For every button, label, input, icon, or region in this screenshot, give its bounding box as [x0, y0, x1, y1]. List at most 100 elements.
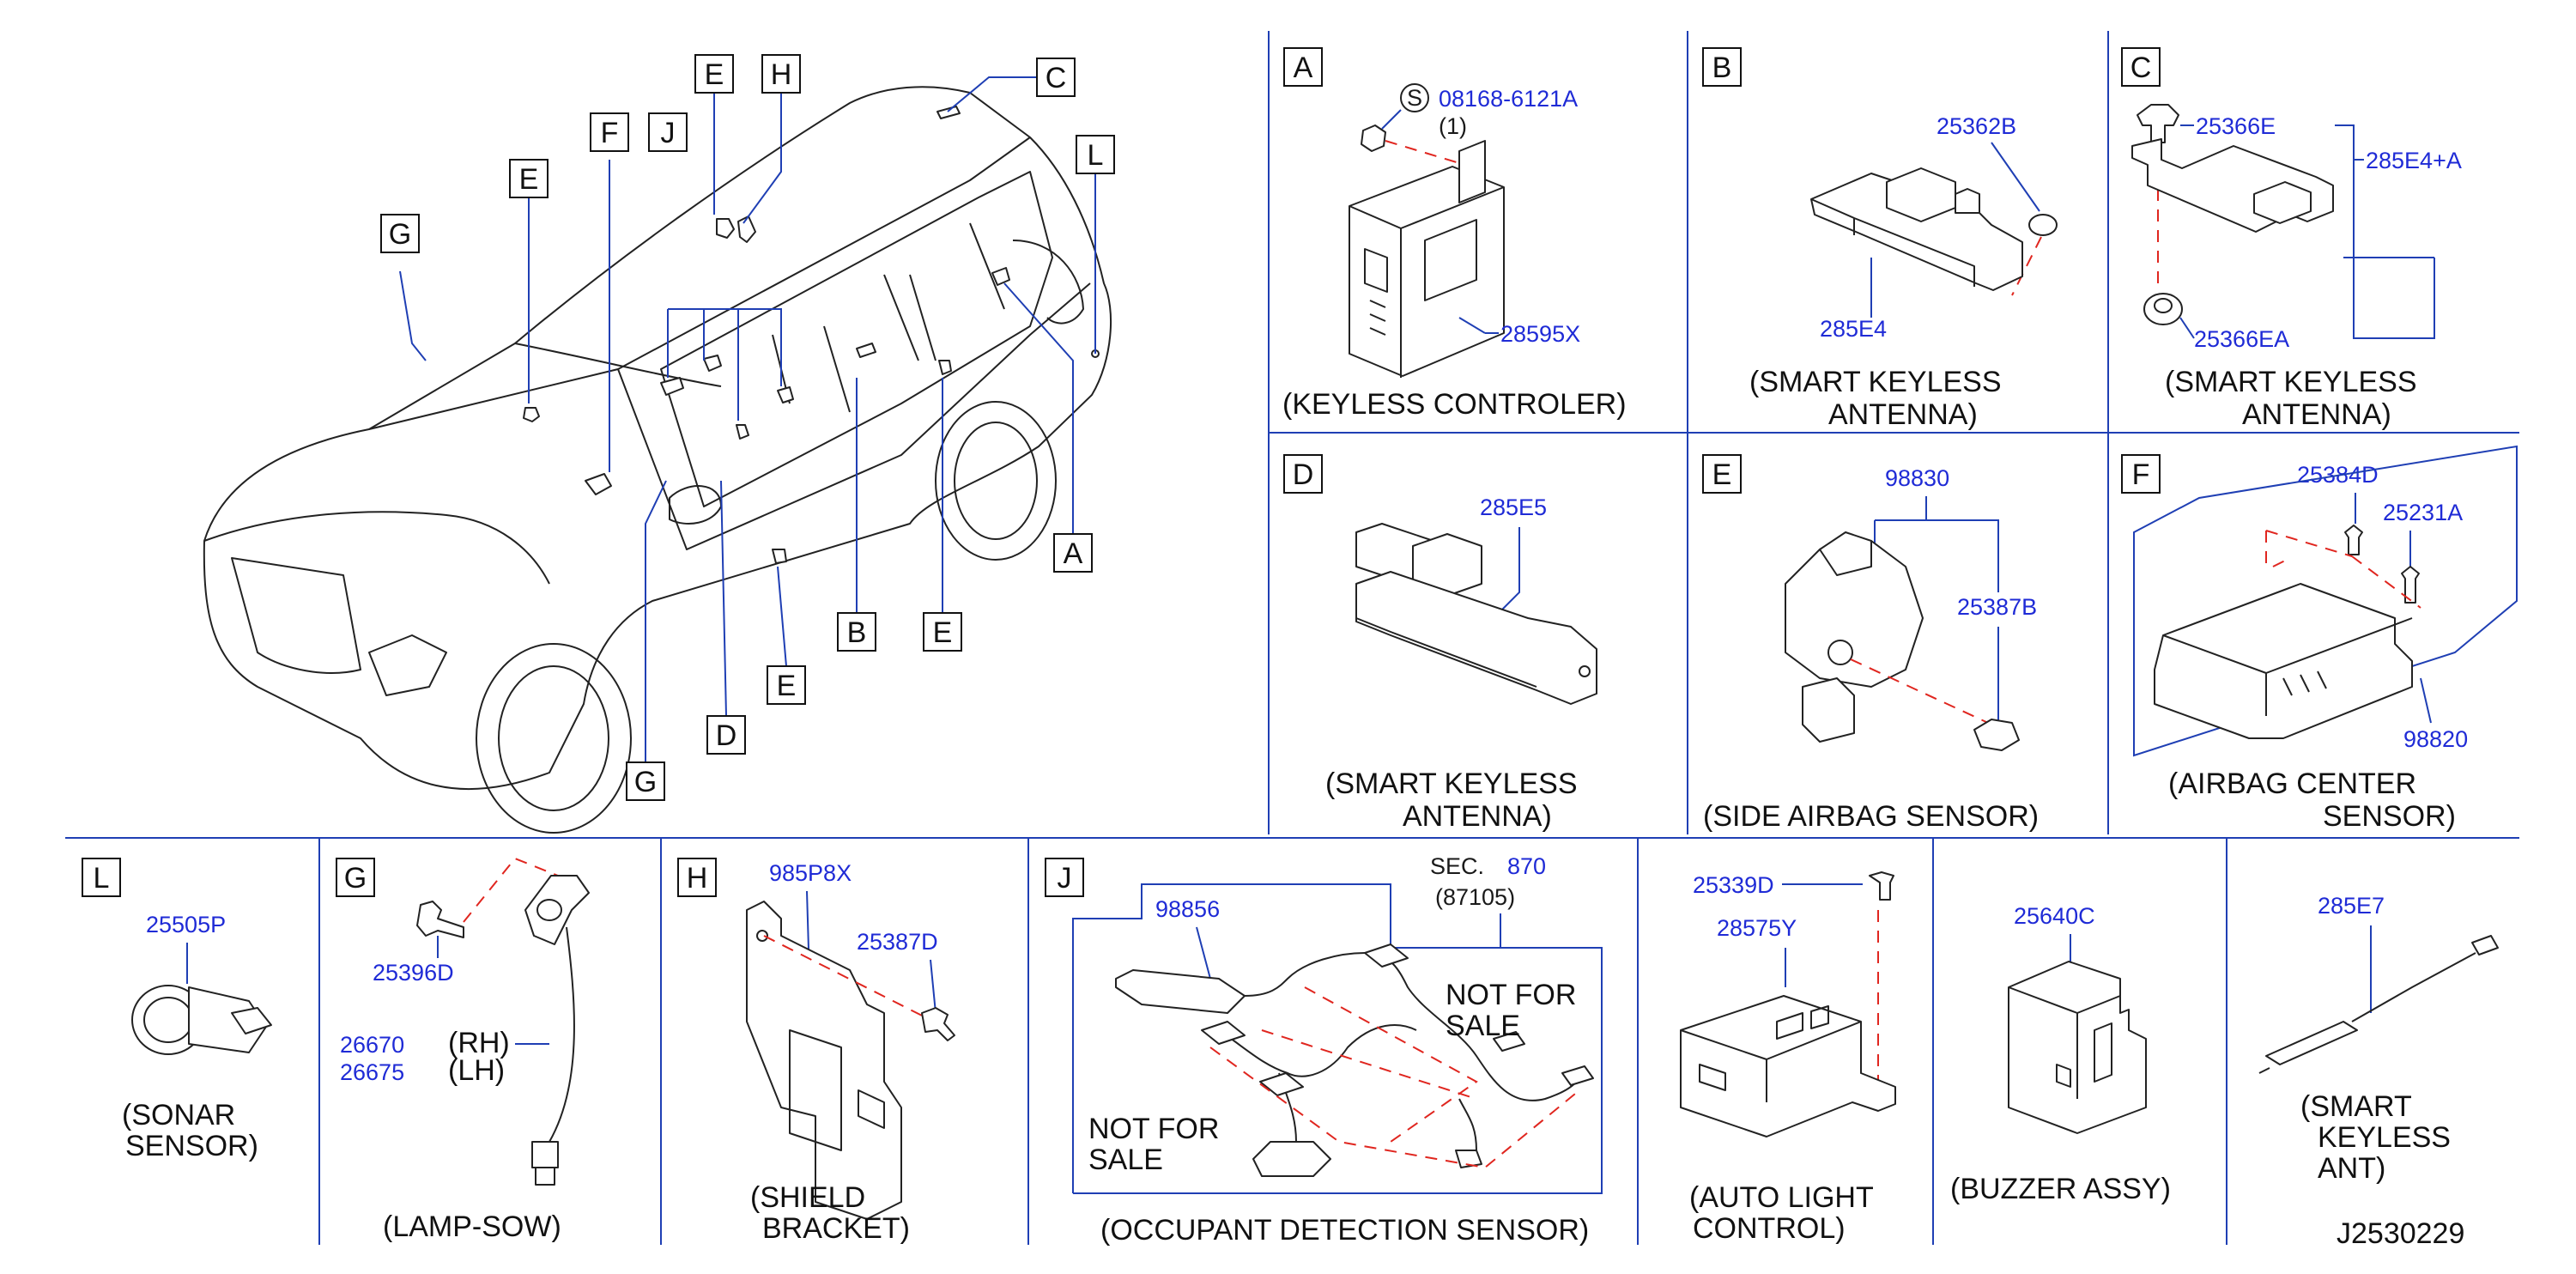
sec-label: SEC. — [1430, 853, 1484, 879]
part-285e7-label[interactable]: 285E7 — [2318, 893, 2385, 919]
svg-text:F: F — [601, 117, 619, 149]
svg-text:H: H — [771, 58, 792, 91]
svg-text:A: A — [1294, 52, 1313, 84]
panel-f-letter: F — [2121, 454, 2161, 494]
caption-keyless-controler: (KEYLESS CONTROLER) — [1282, 388, 1627, 421]
s-mark: S — [1407, 85, 1422, 111]
part-98856-label[interactable]: 98856 — [1155, 896, 1220, 922]
caption-smart-keyless-antenna-b: (SMART KEYLESS — [1749, 366, 2002, 398]
caption-sonar: (SONAR — [122, 1099, 235, 1131]
sec-ref-87105: (87105) — [1435, 884, 1515, 910]
panel-b: B 25362B 285E4 (SMART KEYLESS ANTENNA) — [1702, 47, 2058, 431]
panel-f: F 25384D 25231A 98820 (AIRBAG CENTER SEN… — [2121, 445, 2518, 833]
svg-text:A: A — [1064, 537, 1083, 570]
callout-e-roof[interactable]: E — [694, 54, 734, 94]
caption-bracket: BRACKET) — [762, 1212, 910, 1245]
panel-h: H 985P8X 25387D (SHIELD BRACKET) — [677, 858, 955, 1245]
caption-occupant-detection-sensor: (OCCUPANT DETECTION SENSOR) — [1100, 1214, 1589, 1247]
not-for-sale-top-line1: NOT FOR — [1446, 979, 1576, 1011]
grommet-25366ea-label[interactable]: 25366EA — [2194, 326, 2289, 352]
callout-e-dash[interactable]: E — [509, 159, 549, 198]
svg-text:B: B — [1712, 52, 1732, 84]
part-98820-label[interactable]: 98820 — [2403, 726, 2468, 752]
part-26675-label[interactable]: 26675 — [340, 1059, 404, 1085]
not-for-sale-bottom-line2: SALE — [1088, 1144, 1163, 1176]
nut-25362b-label[interactable]: 25362B — [1937, 113, 2016, 139]
svg-text:B: B — [847, 616, 867, 649]
caption-buzzer-assy: (BUZZER ASSY) — [1950, 1173, 2171, 1205]
screw-25396d-label[interactable]: 25396D — [373, 960, 454, 986]
screw-25339d-label[interactable]: 25339D — [1693, 872, 1774, 898]
svg-text:E: E — [705, 58, 724, 91]
callout-c[interactable]: C — [1036, 58, 1076, 97]
panel-e-letter: E — [1702, 454, 1742, 494]
svg-text:E: E — [1712, 458, 1732, 491]
caption-side-airbag-sensor: (SIDE AIRBAG SENSOR) — [1703, 800, 2039, 833]
callout-f[interactable]: F — [590, 112, 629, 152]
caption-shield: (SHIELD — [750, 1181, 865, 1214]
part-28595x-label[interactable]: 28595X — [1500, 321, 1580, 347]
not-for-sale-bottom-line1: NOT FOR — [1088, 1113, 1219, 1145]
sec-870-link[interactable]: 870 — [1507, 853, 1546, 879]
panel-j-letter: J — [1045, 858, 1084, 897]
caption-ant: ANT) — [2318, 1152, 2385, 1185]
part-26670-label[interactable]: 26670 — [340, 1032, 404, 1058]
callout-e-seat[interactable]: E — [767, 665, 806, 705]
nut-25387b-label[interactable]: 25387B — [1957, 594, 2037, 620]
caption-smart-keyless-antenna-c: (SMART KEYLESS — [2165, 366, 2417, 398]
bolt-quantity: (1) — [1439, 113, 1467, 139]
svg-text:E: E — [777, 670, 797, 702]
bolt-25387d-label[interactable]: 25387D — [857, 929, 938, 955]
lh-label: (LH) — [448, 1054, 505, 1087]
clip-25366e-label[interactable]: 25366E — [2196, 113, 2276, 139]
svg-text:F: F — [2132, 458, 2150, 491]
part-98830-label[interactable]: 98830 — [1885, 465, 1949, 491]
svg-text:C: C — [1046, 62, 1067, 94]
caption-smart: (SMART — [2300, 1090, 2412, 1123]
svg-text:G: G — [634, 766, 657, 798]
panel-d-letter: D — [1283, 454, 1323, 494]
part-285e5-label[interactable]: 285E5 — [1480, 494, 1547, 520]
callout-j[interactable]: J — [648, 112, 688, 152]
callout-e-pillar[interactable]: E — [923, 612, 962, 652]
caption-smart-keyless-antenna-d: (SMART KEYLESS — [1325, 767, 1578, 800]
callout-g-lower[interactable]: G — [626, 761, 665, 801]
caption-lamp-sow: (LAMP-SOW) — [383, 1210, 561, 1243]
vehicle-overview: C E H F J L E G A B E E D G — [203, 54, 1115, 834]
callout-b[interactable]: B — [837, 612, 876, 652]
part-25640c-label[interactable]: 25640C — [2014, 903, 2095, 929]
svg-text:L: L — [94, 862, 110, 895]
assy-285e4a-label[interactable]: 285E4+A — [2366, 148, 2462, 173]
panel-l-letter: L — [82, 858, 121, 897]
caption-control: CONTROL) — [1693, 1212, 1846, 1245]
callout-h[interactable]: H — [761, 54, 801, 94]
callout-g-upper[interactable]: G — [380, 214, 420, 253]
caption-keyless: KEYLESS — [2318, 1121, 2451, 1154]
panel-smart-keyless-ant: 285E7 (SMART KEYLESS ANT) — [2258, 893, 2499, 1185]
panel-a: A S 08168-6121A (1) 28595X (KEYLESS CONT… — [1282, 47, 1627, 421]
not-for-sale-top-line2: SALE — [1446, 1010, 1520, 1042]
bracket-985p8x-label[interactable]: 985P8X — [769, 860, 852, 886]
caption-sensor-l: SENSOR) — [125, 1130, 258, 1162]
rh-label: (RH) — [448, 1027, 510, 1059]
part-25505p-label[interactable]: 25505P — [146, 912, 226, 937]
part-28575y-label[interactable]: 28575Y — [1717, 915, 1797, 941]
callout-d[interactable]: D — [706, 715, 746, 755]
panel-b-letter: B — [1702, 47, 1742, 87]
caption-airbag-center: (AIRBAG CENTER — [2168, 767, 2416, 800]
callout-a[interactable]: A — [1053, 533, 1093, 573]
part-285e4-label[interactable]: 285E4 — [1820, 316, 1887, 342]
panel-g: G 25396D 26670 (RH) 26675 (LH) (LAMP-SOW… — [336, 857, 590, 1243]
panel-a-letter: A — [1283, 47, 1323, 87]
panel-c-letter: C — [2121, 47, 2161, 87]
bolt-08168-6121a-label[interactable]: 08168-6121A — [1439, 86, 1578, 112]
svg-text:G: G — [389, 218, 411, 251]
panel-g-letter: G — [336, 858, 375, 897]
bolt-25231a-label[interactable]: 25231A — [2383, 500, 2463, 525]
callout-l[interactable]: L — [1076, 135, 1115, 174]
panel-buzzer: 25640C (BUZZER ASSY) — [1950, 903, 2171, 1205]
svg-text:D: D — [1293, 458, 1314, 491]
panel-j: J SEC. 870 (87105) 98856 NOT FOR SALE NO… — [1045, 853, 1603, 1247]
svg-text:D: D — [716, 719, 737, 752]
